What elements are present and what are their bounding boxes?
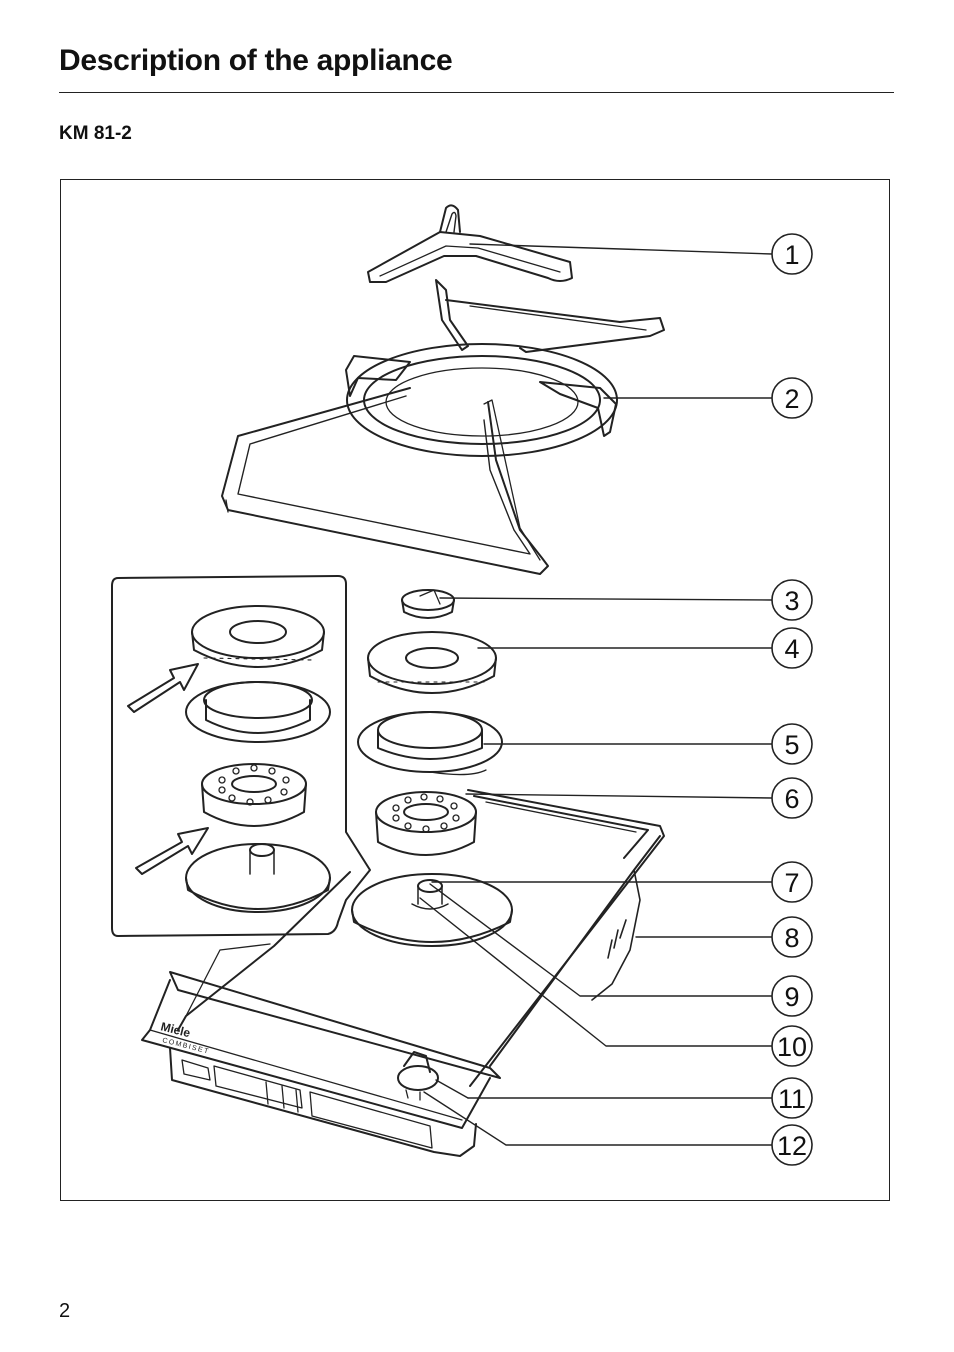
pan-support-part-2 <box>221 279 665 575</box>
page-title: Description of the appliance <box>59 44 453 77</box>
callout-number-8: 8 <box>784 923 799 953</box>
callout-number-6: 6 <box>784 784 799 814</box>
callout-number-3: 3 <box>784 586 799 616</box>
flame-spreader-part-5 <box>357 711 503 776</box>
model-label: KM 81-2 <box>59 123 132 144</box>
burner-base-part-7 <box>351 873 513 947</box>
callouts <box>771 233 813 1166</box>
callout-number-2: 2 <box>784 384 799 414</box>
hob-body: Miele COMBISET <box>141 789 665 1157</box>
leader-lines <box>419 243 773 1146</box>
appliance-figure-frame <box>60 179 890 1201</box>
callout-number-7: 7 <box>784 868 799 898</box>
detail-inset <box>111 575 371 937</box>
burner-cap-part-3 <box>401 589 455 619</box>
callout-number-9: 9 <box>784 982 799 1012</box>
callout-number-4: 4 <box>784 634 799 664</box>
callout-12 <box>771 1124 813 1166</box>
inset-arrow-lower-icon <box>135 827 209 875</box>
callout-number-1: 1 <box>784 240 799 270</box>
callout-number-5: 5 <box>784 730 799 760</box>
callout-9 <box>771 975 813 1017</box>
callout-10 <box>771 1025 813 1067</box>
burner-head-part-4 <box>367 631 497 694</box>
callout-11 <box>771 1077 813 1119</box>
callout-4 <box>771 627 813 669</box>
callout-3 <box>771 579 813 621</box>
callout-number-10: 10 <box>777 1032 807 1062</box>
callout-6 <box>771 777 813 819</box>
inset-arrow-upper-icon <box>127 663 199 713</box>
callout-8 <box>771 916 813 958</box>
burner-body-part-6 <box>375 791 477 856</box>
callout-1 <box>771 233 813 275</box>
callout-number-11: 11 <box>778 1084 806 1114</box>
title-divider <box>59 92 894 93</box>
page-number: 2 <box>59 1300 71 1322</box>
trivet-part-1 <box>367 204 573 283</box>
callout-7 <box>771 861 813 903</box>
callout-5 <box>771 723 813 765</box>
callout-2 <box>771 377 813 419</box>
callout-number-12: 12 <box>777 1131 807 1161</box>
